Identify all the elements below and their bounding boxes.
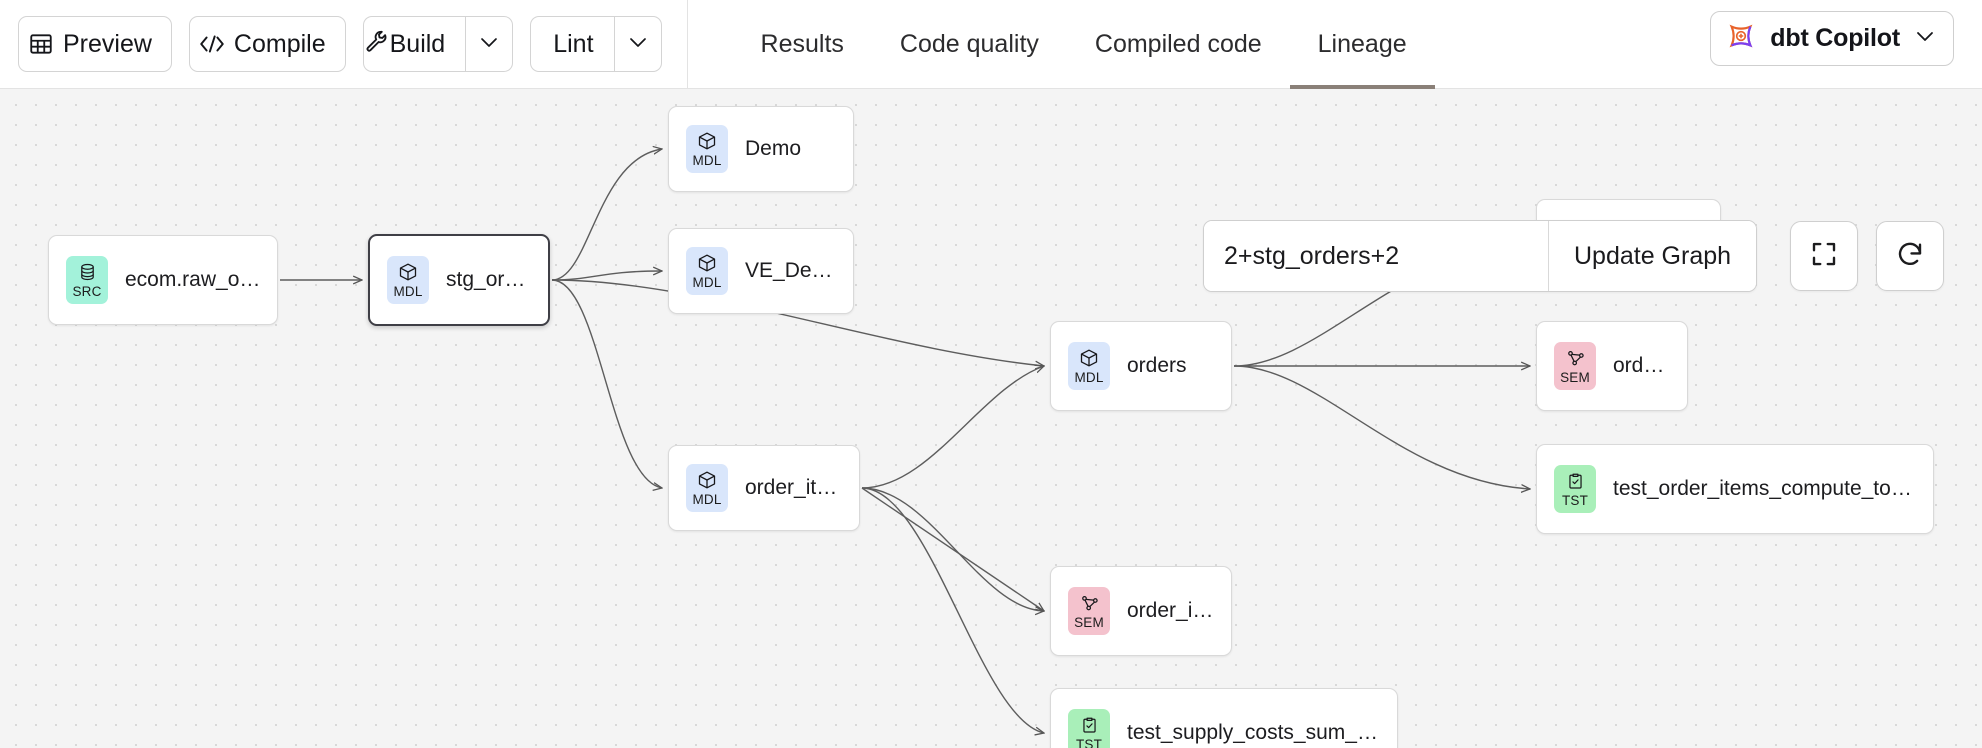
build-button[interactable]: Build <box>362 16 466 72</box>
preview-button[interactable]: Preview <box>18 16 172 72</box>
table-icon <box>19 17 63 71</box>
node-type-badge-sem: SEM <box>1554 342 1596 390</box>
chevron-down-icon <box>479 35 499 54</box>
lineage-node-orders[interactable]: MDL orders <box>1050 321 1232 411</box>
tab-lineage-label: Lineage <box>1317 29 1407 58</box>
lineage-node-test-order-items-compute-to-bools-c[interactable]: TST test_order_items_compute_to_bools_c..… <box>1536 444 1934 534</box>
cube-icon <box>1079 347 1099 369</box>
node-name-label: VE_Demo <box>745 259 837 282</box>
node-type-badge-tst: TST <box>1554 465 1596 513</box>
node-type-label: TST <box>1075 737 1103 748</box>
tab-compiled-code-label: Compiled code <box>1094 29 1262 58</box>
node-type-label: MDL <box>1074 370 1104 385</box>
chevron-down-icon <box>1914 29 1936 48</box>
tab-lineage[interactable]: Lineage <box>1289 0 1435 89</box>
node-type-label: MDL <box>692 275 722 290</box>
lineage-node-order-items[interactable]: MDL order_items <box>668 445 860 531</box>
editor-toolbar: Preview Compile <box>0 0 662 88</box>
compile-button-label: Compile <box>233 29 326 58</box>
fullscreen-icon <box>1809 239 1839 274</box>
node-type-badge-sem: SEM <box>1068 587 1110 635</box>
node-name-label: stg_orders <box>446 268 532 291</box>
fit-to-screen-button[interactable] <box>1790 221 1859 291</box>
chevron-down-icon <box>628 35 648 54</box>
node-type-badge-mdl: MDL <box>686 247 728 295</box>
build-dropdown-button[interactable] <box>465 16 514 72</box>
graph-selector-input[interactable] <box>1204 221 1548 291</box>
node-type-badge-mdl: MDL <box>686 464 728 512</box>
cube-icon <box>697 469 717 491</box>
node-type-label: SRC <box>72 284 102 299</box>
cube-icon <box>697 252 717 274</box>
lineage-node-ve-demo[interactable]: MDL VE_Demo <box>668 228 854 314</box>
build-button-label: Build <box>389 29 446 58</box>
node-type-label: SEM <box>1560 370 1590 385</box>
lineage-node-test-supply-costs-sum-correctly[interactable]: TST test_supply_costs_sum_correctly <box>1050 688 1398 748</box>
lineage-edges <box>280 89 1982 748</box>
clipboard-check-icon <box>1566 470 1585 492</box>
refresh-graph-button[interactable] <box>1876 221 1945 291</box>
node-name-label: ecom.raw_orders <box>125 268 261 291</box>
semantic-graph-icon <box>1565 347 1586 369</box>
lint-dropdown-button[interactable] <box>613 16 662 72</box>
node-name-label: test_supply_costs_sum_correctly <box>1127 721 1381 744</box>
tab-code-quality[interactable]: Code quality <box>872 0 1067 89</box>
build-button-group: Build <box>362 16 514 72</box>
clipboard-check-icon <box>1080 714 1099 736</box>
compile-button[interactable]: Compile <box>188 16 346 72</box>
dbt-copilot-wrap: dbt Copilot <box>1710 11 1954 66</box>
dbt-copilot-label: dbt Copilot <box>1770 24 1900 52</box>
node-type-badge-mdl: MDL <box>387 256 429 304</box>
node-type-badge-mdl: MDL <box>1068 342 1110 390</box>
lineage-node-order-item[interactable]: SEM order_item <box>1050 566 1232 656</box>
lineage-node-demo[interactable]: MDL Demo <box>668 106 854 192</box>
lineage-node-stg-orders[interactable]: MDL stg_orders <box>368 234 550 326</box>
code-brackets-icon <box>190 17 234 71</box>
lineage-node-ecom-raw-orders[interactable]: SRC ecom.raw_orders <box>48 235 278 325</box>
editor-header: Preview Compile <box>0 0 1982 89</box>
graph-controls: Update Graph <box>1203 220 1945 292</box>
node-type-label: MDL <box>692 153 722 168</box>
node-name-label: test_order_items_compute_to_bools_c... <box>1613 477 1917 500</box>
node-name-label: order_items <box>745 476 843 499</box>
database-icon <box>78 261 97 283</box>
wrench-icon <box>364 28 390 61</box>
graph-selector-group: Update Graph <box>1203 220 1758 292</box>
node-name-label: Demo <box>745 137 802 160</box>
dbt-copilot-icon <box>1726 21 1756 56</box>
node-type-badge-tst: TST <box>1068 709 1110 748</box>
node-type-label: SEM <box>1074 615 1104 630</box>
preview-button-label: Preview <box>63 29 152 58</box>
node-name-label: order_item <box>1127 599 1215 622</box>
node-name-label: orders <box>1127 354 1187 377</box>
lint-button-label: Lint <box>553 29 594 58</box>
tab-results-label: Results <box>760 29 844 58</box>
tab-code-quality-label: Code quality <box>899 29 1039 58</box>
cube-icon <box>697 130 717 152</box>
node-type-badge-mdl: MDL <box>686 125 728 173</box>
lineage-canvas[interactable]: SRCecom.raw_ordersMDLstg_ordersMDLDemoMD… <box>0 89 1982 748</box>
tab-results[interactable]: Results <box>733 0 872 89</box>
cube-icon <box>398 261 418 283</box>
node-type-label: MDL <box>692 492 722 507</box>
semantic-graph-icon <box>1079 592 1100 614</box>
update-graph-button[interactable]: Update Graph <box>1548 221 1757 291</box>
lineage-node-orders[interactable]: SEM orders <box>1536 321 1688 411</box>
node-type-badge-src: SRC <box>66 256 108 304</box>
refresh-icon <box>1895 239 1925 274</box>
node-type-label: TST <box>1561 493 1589 508</box>
tab-compiled-code[interactable]: Compiled code <box>1067 0 1290 89</box>
dbt-copilot-button[interactable]: dbt Copilot <box>1710 11 1954 66</box>
toolbar-divider <box>686 0 688 89</box>
node-name-label: orders <box>1613 354 1671 377</box>
lint-button[interactable]: Lint <box>530 16 614 72</box>
node-type-label: MDL <box>393 284 423 299</box>
lint-button-group: Lint <box>530 16 662 72</box>
editor-tabs: Results Code quality Compiled code Linea… <box>733 0 1435 89</box>
